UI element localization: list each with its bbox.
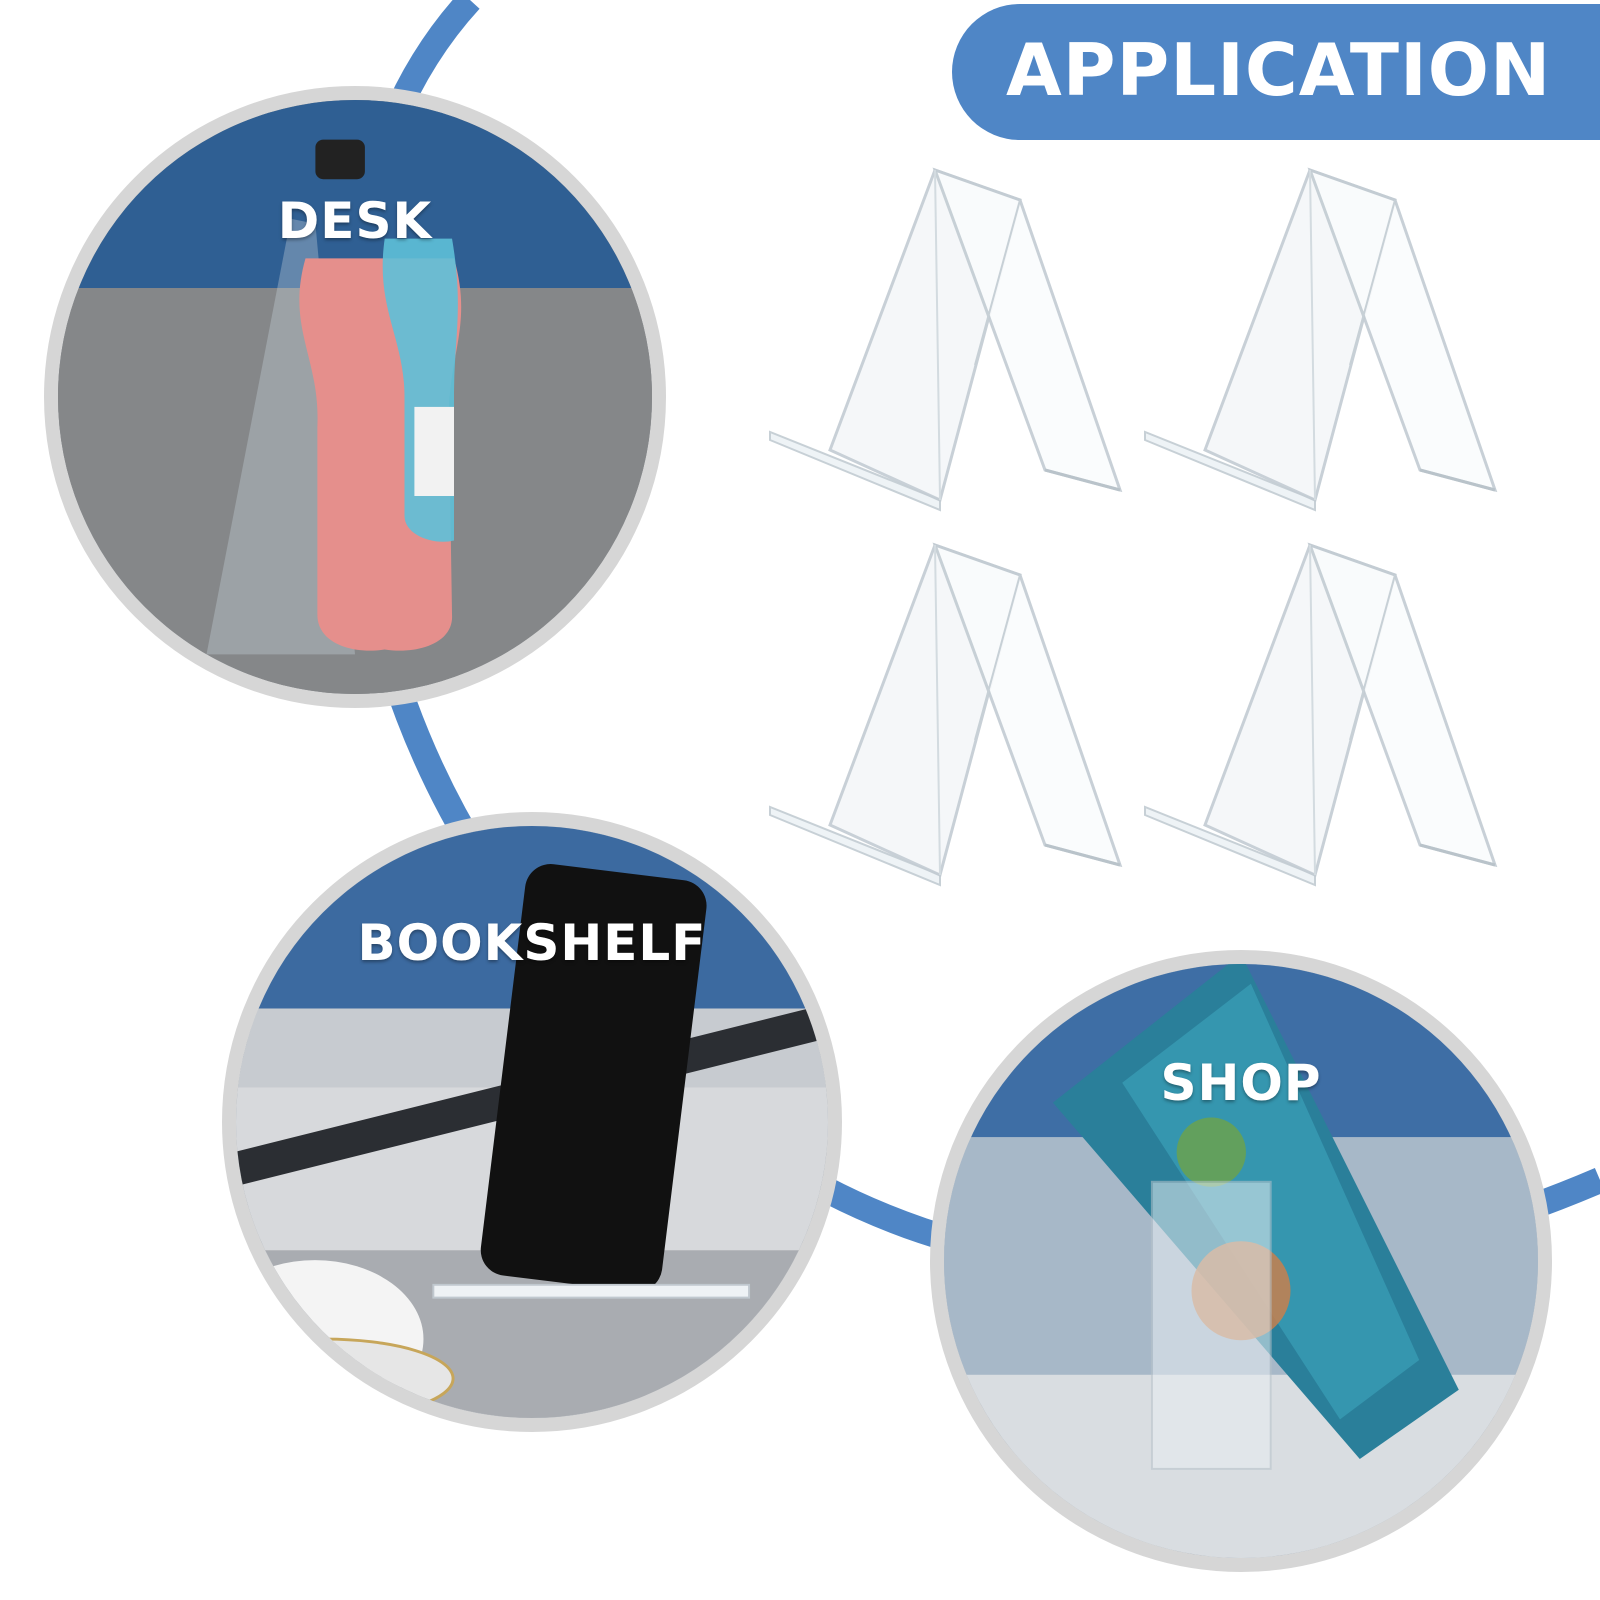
bookshelf-scene-circle: BOOKSHELF	[222, 812, 842, 1432]
shop-label: SHOP	[1160, 1054, 1322, 1112]
shop-scene-image	[944, 964, 1538, 1558]
desk-scene-circle: DESK	[44, 86, 666, 708]
stand-top-left	[768, 168, 1122, 512]
shop-scene-circle: SHOP	[930, 950, 1552, 1572]
desk-label: DESK	[277, 192, 433, 250]
stand-bottom-right	[1143, 543, 1497, 887]
bookshelf-scene-image	[236, 826, 828, 1418]
application-banner	[952, 4, 1600, 140]
bookshelf-label: BOOKSHELF	[357, 914, 707, 972]
application-title: APPLICATION	[1006, 28, 1552, 112]
desk-scene-image	[58, 100, 652, 694]
stand-top-right	[1143, 168, 1497, 512]
